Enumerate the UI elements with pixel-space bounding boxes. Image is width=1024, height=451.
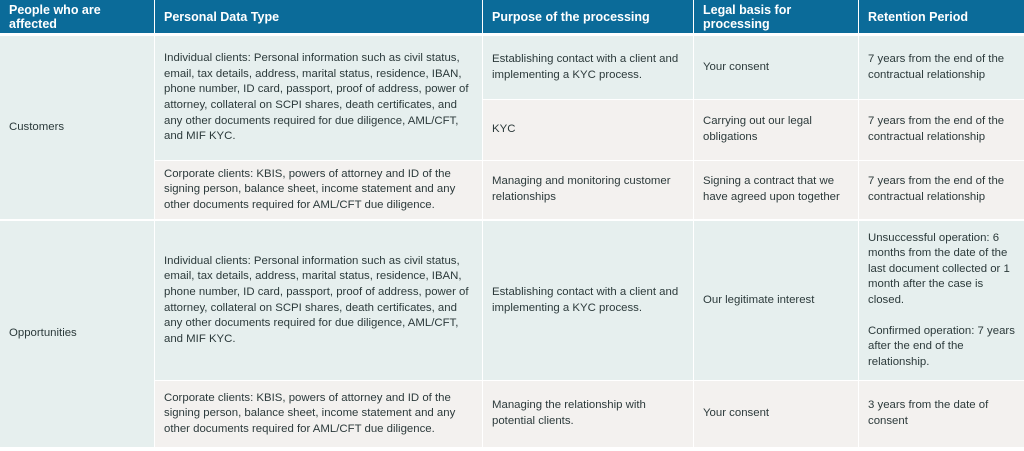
legal-basis-cell: Carrying out our legal obligations <box>694 100 859 161</box>
retention-confirmed-text: Confirmed operation: 7 years after the e… <box>868 324 1015 368</box>
retention-cell: 7 years from the end of the contractual … <box>859 161 1024 221</box>
table-row: Corporate clients: KBIS, powers of attor… <box>0 381 1024 448</box>
paragraph-gap <box>868 309 1015 324</box>
purpose-cell: Establishing contact with a client and i… <box>483 221 694 381</box>
table-row: Corporate clients: KBIS, powers of attor… <box>0 161 1024 221</box>
legal-basis-cell: Your consent <box>694 36 859 100</box>
table-body: Customers Individual clients: Personal i… <box>0 36 1024 448</box>
header-row: People who are affected Personal Data Ty… <box>0 0 1024 36</box>
data-type-cell: Individual clients: Personal information… <box>155 221 483 381</box>
purpose-cell: KYC <box>483 100 694 161</box>
table-row: KYC Carrying out our legal obligations 7… <box>0 100 1024 161</box>
header-legal-basis: Legal basis for processing <box>694 0 859 36</box>
retention-cell: 7 years from the end of the contractual … <box>859 36 1024 100</box>
data-type-cell: Individual clients: Personal information… <box>155 36 483 161</box>
data-type-cell: Corporate clients: KBIS, powers of attor… <box>155 381 483 448</box>
retention-cell: Unsuccessful operation: 6 months from th… <box>859 221 1024 381</box>
data-type-cell: Corporate clients: KBIS, powers of attor… <box>155 161 483 221</box>
table-header: People who are affected Personal Data Ty… <box>0 0 1024 36</box>
header-personal-data-type: Personal Data Type <box>155 0 483 36</box>
header-people-affected: People who are affected <box>0 0 155 36</box>
group-label-opportunities: Opportunities <box>0 221 155 448</box>
purpose-cell: Managing and monitoring customer relatio… <box>483 161 694 221</box>
header-retention-period: Retention Period <box>859 0 1024 36</box>
purpose-cell: Establishing contact with a client and i… <box>483 36 694 100</box>
legal-basis-cell: Our legitimate interest <box>694 221 859 381</box>
purpose-cell: Managing the relationship with potential… <box>483 381 694 448</box>
legal-basis-cell: Your consent <box>694 381 859 448</box>
retention-cell: 3 years from the date of consent <box>859 381 1024 448</box>
legal-basis-cell: Signing a contract that we have agreed u… <box>694 161 859 221</box>
table-row: Opportunities Individual clients: Person… <box>0 221 1024 448</box>
group-label-customers: Customers <box>0 36 155 221</box>
table-row: Customers Individual clients: Personal i… <box>0 36 1024 221</box>
retention-unsuccessful-text: Unsuccessful operation: 6 months from th… <box>868 231 1010 306</box>
retention-cell: 7 years from the end of the contractual … <box>859 100 1024 161</box>
header-purpose: Purpose of the processing <box>483 0 694 36</box>
